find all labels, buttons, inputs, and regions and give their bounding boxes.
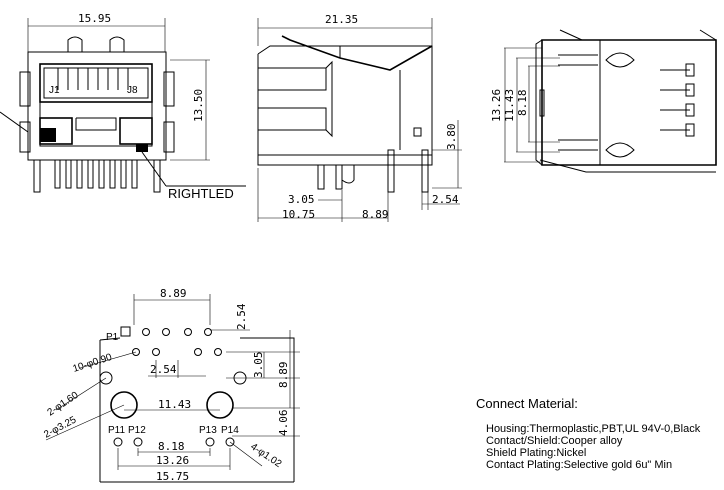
top-mid-dim: 11.43 — [503, 89, 516, 122]
front-view: 15.95 J1 J8 — [0, 12, 246, 201]
footprint-view: 8.89 2.54 P1 10-φ0.90 2.54 2-φ1.60 — [42, 287, 300, 483]
side-height-dim: 3.80 — [445, 124, 458, 151]
front-tab-left — [67, 36, 83, 52]
side-view: 21.35 3.80 3.05 2.54 10.75 8.89 — [257, 13, 462, 222]
material-line-shield: Shield Plating:Nickel — [486, 447, 586, 459]
fp-pitch-right: 2.54 — [235, 303, 248, 330]
right-led — [136, 144, 148, 152]
side-length-dim: 21.35 — [325, 13, 358, 26]
pin-j8-label: J8 — [127, 85, 138, 96]
side-offset-a: 3.05 — [288, 193, 315, 206]
side-offset-b: 2.54 — [432, 193, 459, 206]
side-shield-top — [281, 35, 433, 71]
front-housing — [27, 51, 167, 161]
fp-led-hole-left — [99, 371, 113, 385]
side-housing — [257, 45, 433, 156]
material-line-contact: Contact/Shield:Cooper alloy — [486, 435, 623, 447]
fp-p1-label: P1 — [106, 332, 119, 343]
fp-outline — [99, 337, 295, 483]
material-title: Connect Material: — [476, 396, 578, 411]
material-notes: Connect Material: Housing:Thermoplastic,… — [476, 396, 701, 471]
fp-shield-outer: 15.75 — [156, 470, 189, 483]
material-line-plating: Contact Plating:Selective gold 6u" Min — [486, 459, 672, 471]
fp-signal-holes — [132, 328, 222, 356]
side-offset-c: 10.75 — [282, 208, 315, 221]
side-offset-d: 8.89 — [362, 208, 389, 221]
left-led-leader — [0, 111, 29, 133]
front-height-dim: 13.50 — [192, 89, 205, 122]
top-outer-dim: 13.26 — [490, 89, 503, 122]
top-housing — [541, 39, 717, 166]
fp-pitch-bottom: 2.54 — [150, 363, 177, 376]
right-led-window — [119, 117, 153, 145]
fp-mount-hole-right — [206, 391, 234, 419]
fp-row-offset: 3.05 — [252, 352, 265, 379]
fp-shield-mid: 13.26 — [156, 454, 189, 467]
front-pins — [33, 159, 161, 193]
fp-small-holes-label: 10-φ0.90 — [72, 352, 114, 375]
fp-mount-hole-left — [110, 391, 138, 419]
fp-shield-holes — [113, 437, 235, 447]
fp-mount-span: 11.43 — [158, 398, 191, 411]
top-contacts — [558, 52, 695, 158]
fp-row-span: 8.89 — [277, 362, 290, 389]
fp-p13-label: P13 — [199, 425, 217, 436]
fp-shield-holes-label: 4-φ1.02 — [248, 441, 283, 470]
material-line-housing: Housing:Thermoplastic,PBT,UL 94V-0,Black — [486, 423, 701, 435]
front-tab-right — [109, 36, 125, 52]
right-led-leader — [141, 151, 167, 187]
fp-shield-inner: 8.18 — [158, 440, 185, 453]
fp-p12-label: P12 — [128, 425, 146, 436]
top-inner-dim: 8.18 — [516, 90, 529, 117]
right-led-label: RIGHTLED — [168, 186, 234, 201]
contact-fingers — [57, 68, 129, 90]
fp-led-holes-label: 2-φ1.60 — [46, 390, 81, 419]
left-led — [40, 128, 56, 142]
fp-mount-offset: 4.06 — [277, 410, 290, 437]
fp-p11-label: P11 — [108, 425, 125, 436]
fp-pin-p1 — [120, 326, 131, 337]
side-pins — [317, 149, 429, 193]
front-width-dim: 15.95 — [78, 12, 111, 25]
fp-p14-label: P14 — [221, 425, 239, 436]
top-view: 13.26 11.43 8.18 — [490, 29, 717, 173]
pin-j1-label: J1 — [49, 85, 60, 96]
fp-top-span: 8.89 — [160, 287, 187, 300]
rj45-opening — [39, 63, 153, 103]
